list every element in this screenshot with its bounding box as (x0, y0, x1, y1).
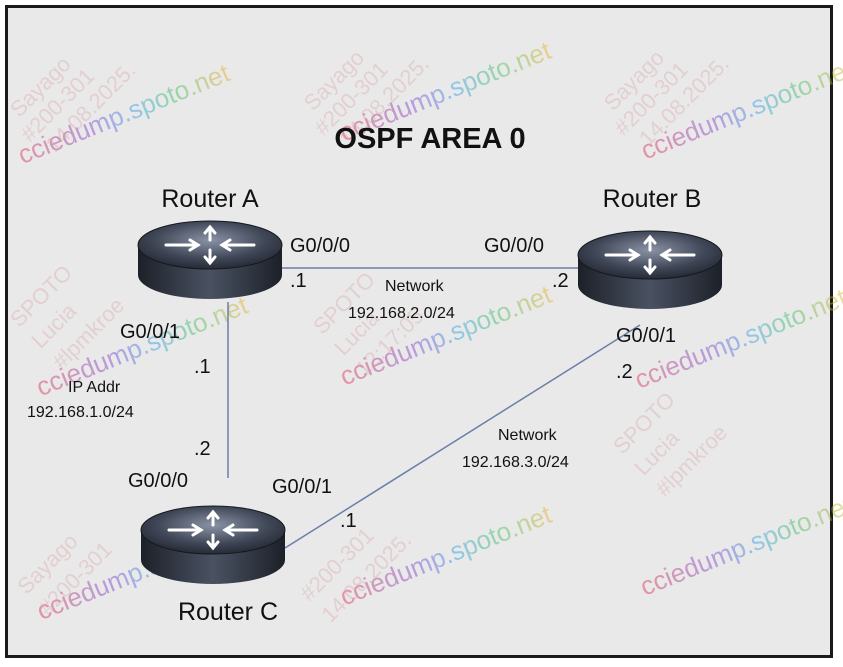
router-a: Router A (136, 185, 284, 301)
c-g001-iface: G0/0/1 (272, 476, 332, 498)
b-g000-iface: G0/0/0 (484, 235, 544, 257)
net-bc-label: Network (498, 427, 558, 444)
watermark-brand: cciedump.spoto.net (636, 489, 843, 602)
net-ac-label: IP Addr (68, 379, 121, 396)
a-g001-iface: G0/0/1 (120, 321, 180, 343)
c-g001-addr: .1 (340, 510, 357, 532)
watermark-brand: cciedump.spoto.net (335, 499, 556, 612)
link-b-c (284, 324, 641, 549)
a-g000-addr: .1 (290, 270, 307, 292)
net-bc-addr: 192.168.3.0/24 (462, 454, 569, 471)
c-g000-addr: .2 (194, 438, 211, 460)
a-g001-addr: .1 (194, 356, 211, 378)
b-g001-iface: G0/0/1 (616, 325, 676, 347)
net-ab-label: Network (385, 278, 445, 295)
router-a-name: Router A (161, 185, 259, 213)
router-b-name: Router B (603, 185, 702, 213)
b-g001-addr: .2 (616, 361, 633, 383)
net-ac-addr: 192.168.1.0/24 (27, 404, 134, 421)
router-c: Router C (139, 504, 287, 626)
diagram-title: OSPF AREA 0 (334, 123, 525, 155)
c-g000-iface: G0/0/0 (128, 470, 188, 492)
net-ab-addr: 192.168.2.0/24 (348, 305, 455, 322)
b-g000-addr: .2 (552, 270, 569, 292)
router-c-name: Router C (178, 598, 278, 626)
a-g000-iface: G0/0/0 (290, 235, 350, 257)
router-b: Router B (576, 185, 724, 311)
